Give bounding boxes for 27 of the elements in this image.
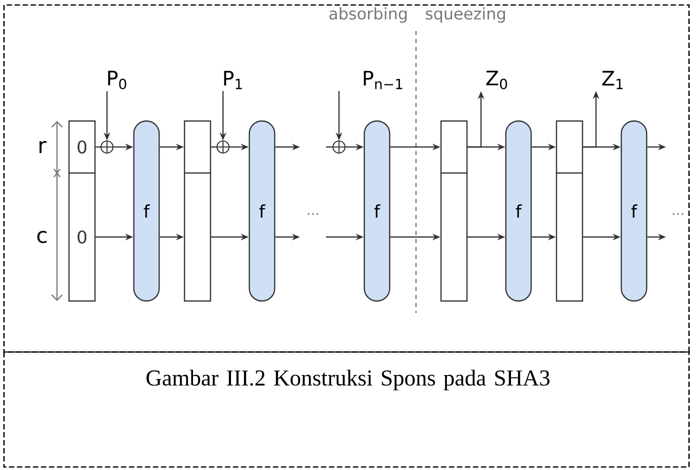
phase-label: absorbing [329, 7, 407, 23]
permutation-block: f [364, 120, 390, 302]
figure-caption: Gambar III.2 Konstruksi Spons pada SHA3 [146, 370, 550, 390]
permutation-block: f [133, 120, 160, 302]
xor-symbol [332, 140, 346, 154]
state-box [184, 120, 212, 302]
xor-symbol [100, 140, 114, 154]
ellipsis: … [672, 213, 684, 215]
phase-label: squeezing [426, 7, 505, 23]
input-label: P$_{0}$ [108, 70, 126, 90]
dimension-label: r [40, 141, 46, 153]
state-box [556, 120, 584, 302]
state-box [440, 120, 468, 302]
connector-line [211, 146, 216, 148]
dimension-label: c [37, 230, 47, 244]
input-label: P$_{1}$ [224, 70, 242, 90]
ellipsis: … [308, 213, 318, 215]
input-label: Z$_{0}$ [486, 70, 508, 90]
input-label: Z$_{1}$ [602, 70, 623, 90]
input-label: P$_{n−1}$ [364, 70, 402, 90]
connector-line [326, 146, 332, 148]
permutation-block: f [248, 120, 276, 302]
xor-symbol [216, 140, 230, 154]
permutation-block: f [620, 120, 648, 302]
permutation-block: f [505, 120, 532, 302]
connector-line [96, 146, 100, 148]
state-box: 0 0 [68, 120, 96, 302]
